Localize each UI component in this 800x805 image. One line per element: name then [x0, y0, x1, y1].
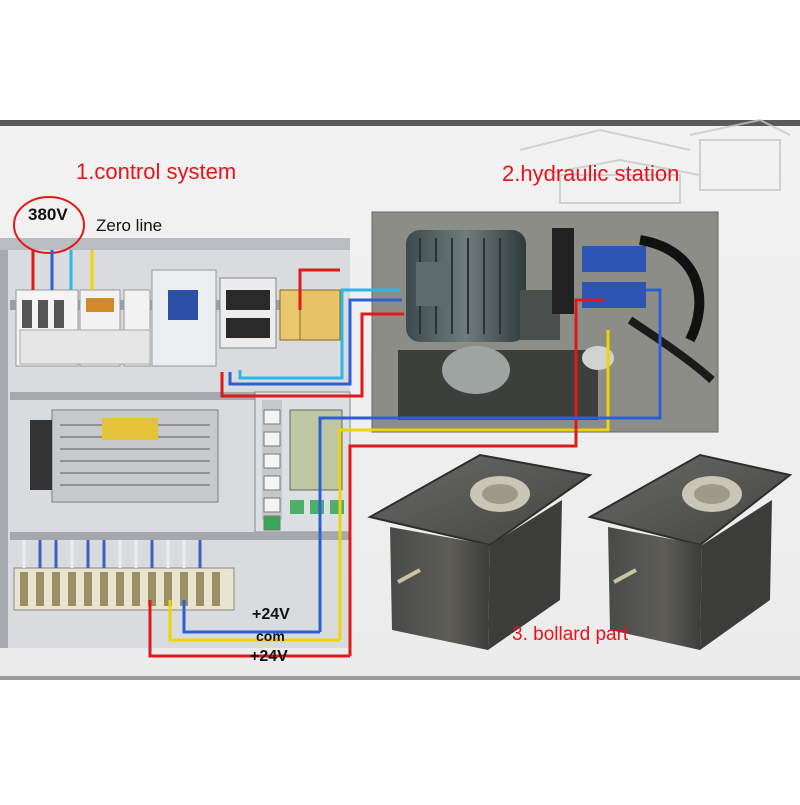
- building-watermark: [519, 118, 791, 204]
- supply-wires: [31, 250, 94, 290]
- plus24v-top-label: +24V: [252, 606, 290, 623]
- circuit-breakers: [15, 269, 217, 367]
- terminal-blocks: [13, 540, 235, 611]
- wire-routes: [148, 268, 662, 658]
- bollard-right: [587, 453, 793, 650]
- bollard-left: [367, 453, 593, 650]
- top-border: [0, 120, 800, 126]
- power-supply-unit: [30, 409, 219, 503]
- section-title-hydraulic-station: 2.hydraulic station: [502, 161, 680, 186]
- supply-circle: [13, 196, 85, 254]
- zero-line-label: Zero line: [96, 216, 163, 235]
- plc-controller: [254, 391, 351, 533]
- contactors: [219, 277, 341, 349]
- hydraulic-station-image: [371, 211, 719, 433]
- section-title-bollard-part: 3. bollard part: [512, 624, 629, 645]
- section-title-control-system: 1.control system: [76, 159, 237, 184]
- plus24v-bottom-label: +24V: [250, 648, 288, 665]
- bottom-border: [0, 676, 800, 680]
- control-cabinet: [0, 238, 351, 648]
- supply-voltage-label: 380V: [28, 205, 68, 224]
- com-label: com: [256, 628, 285, 644]
